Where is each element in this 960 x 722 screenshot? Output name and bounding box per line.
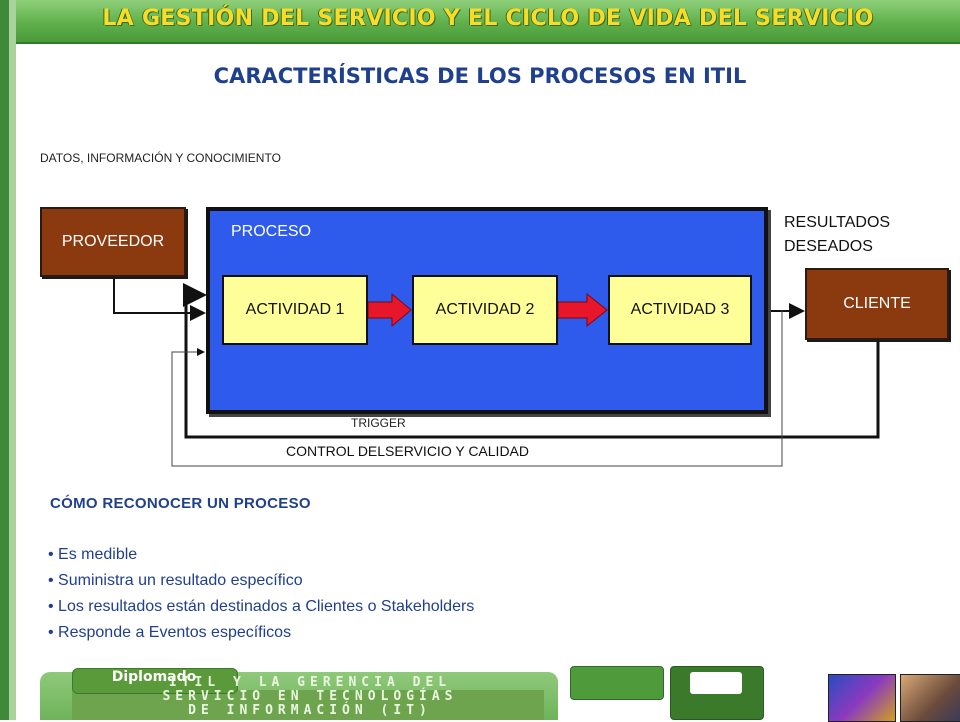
provider-label: PROVEEDOR <box>61 233 165 250</box>
activity-3-label: ACTIVIDAD 3 <box>630 301 730 318</box>
footer-tag-label: Diplomado <box>111 669 197 685</box>
header-banner: LA GESTIÓN DEL SERVICIO Y EL CICLO DE VI… <box>16 0 960 44</box>
client-box: CLIENTE <box>805 268 949 340</box>
results-label-line-2: DESEADOS <box>784 238 873 255</box>
control-label: CONTROL DELSERVICIO Y CALIDAD <box>286 443 529 459</box>
section-title: CÓMO RECONOCER UN PROCESO <box>50 495 311 512</box>
header-title: LA GESTIÓN DEL SERVICIO Y EL CICLO DE VI… <box>102 6 874 31</box>
footer-program-title: ITIL Y LA GERENCIA DEL SERVICIO EN TECNO… <box>80 676 540 718</box>
university-logo <box>570 666 664 700</box>
activity-1-box: ACTIVIDAD 1 <box>222 275 368 345</box>
footer-tag <box>72 668 238 694</box>
section-bullet-list: • Es medible • Suministra un resultado e… <box>48 542 474 646</box>
footer-line-2: SERVICIO EN TECNOLOGÍAS <box>162 689 458 704</box>
activity-arrow-2-icon <box>558 293 608 327</box>
left-accent-bar-light <box>9 0 16 720</box>
decorative-image <box>828 674 896 722</box>
footer-line-1: ITIL Y LA GERENCIA DEL <box>168 675 452 690</box>
client-feedback-loop <box>183 283 880 439</box>
bullet-item: • Responde a Eventos específicos <box>48 624 292 641</box>
left-accent-bar <box>0 0 9 720</box>
page-title: CARACTERÍSTICAS DE LOS PROCESOS EN ITIL <box>213 64 747 88</box>
footer-band <box>72 690 544 720</box>
process-label: PROCESO <box>231 223 312 240</box>
results-label: RESULTADOS DESEADOS <box>784 211 890 259</box>
results-label-line-1: RESULTADOS <box>784 214 891 231</box>
activity-2-box: ACTIVIDAD 2 <box>412 275 558 345</box>
activity-1-label: ACTIVIDAD 1 <box>245 301 345 318</box>
uis-logo-mark <box>690 672 742 694</box>
provider-box: PROVEEDOR <box>40 207 186 277</box>
activity-2-label: ACTIVIDAD 2 <box>435 301 535 318</box>
control-loop <box>171 310 783 467</box>
activity-3-box: ACTIVIDAD 3 <box>608 275 752 345</box>
client-label: CLIENTE <box>843 295 911 312</box>
decorative-photo <box>900 674 960 722</box>
activity-arrow-1-icon <box>368 293 412 327</box>
bullet-item: • Es medible <box>48 546 138 563</box>
provider-to-process-connector <box>113 278 206 321</box>
bullet-item: • Suministra un resultado específico <box>48 572 303 589</box>
inputs-label: DATOS, INFORMACIÓN Y CONOCIMIENTO <box>40 151 281 165</box>
footer-line-3: DE INFORMACIÓN (IT) <box>188 703 432 718</box>
trigger-label: TRIGGER <box>351 416 406 430</box>
bullet-item: • Los resultados están destinados a Clie… <box>48 598 475 615</box>
